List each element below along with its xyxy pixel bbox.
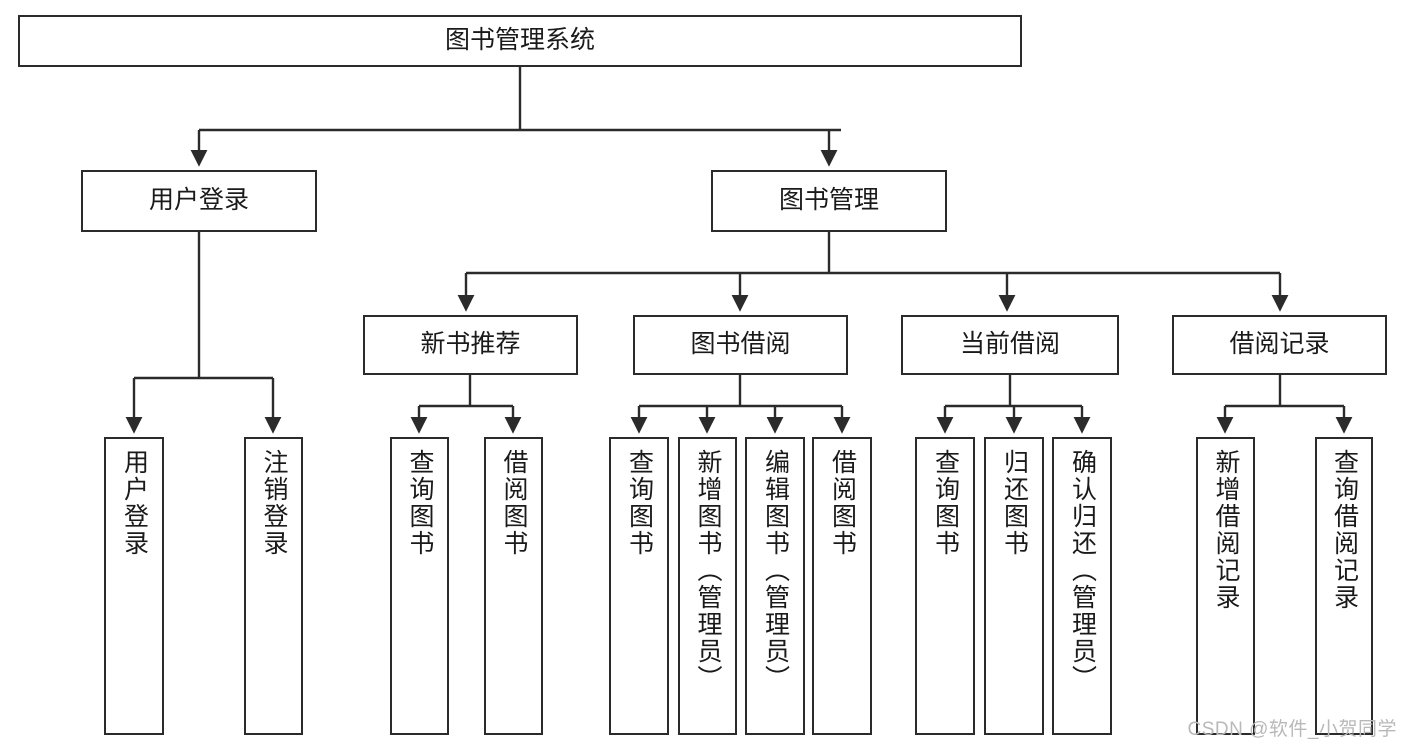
node-leaf-bb-add[interactable]: 新增图书（管理员） <box>678 437 737 735</box>
node-borrow-record[interactable]: 借阅记录 <box>1172 315 1387 375</box>
node-label-leaf-cb-confirm: 确认归还（管理员） <box>1068 449 1097 692</box>
node-label-book-borrow: 图书借阅 <box>690 330 791 359</box>
node-label-leaf-bb-add: 新增图书（管理员） <box>694 449 722 692</box>
node-leaf-br-query[interactable]: 查询借阅记录 <box>1315 437 1373 735</box>
node-leaf-user-logout[interactable]: 注销登录 <box>244 437 303 735</box>
node-label-leaf-bb-edit: 编辑图书（管理员） <box>761 449 790 692</box>
node-label-user-login: 用户登录 <box>148 186 249 215</box>
node-label-leaf-cb-query: 查询图书 <box>931 449 960 557</box>
node-leaf-user-login[interactable]: 用户登录 <box>104 437 164 735</box>
node-leaf-cb-return[interactable]: 归还图书 <box>984 437 1044 735</box>
node-leaf-br-add[interactable]: 新增借阅记录 <box>1196 437 1255 735</box>
node-book-manage[interactable]: 图书管理 <box>711 170 947 232</box>
node-leaf-bb-query[interactable]: 查询图书 <box>609 437 669 735</box>
node-current-borrow[interactable]: 当前借阅 <box>901 315 1119 375</box>
node-label-leaf-bb-query: 查询图书 <box>625 449 654 557</box>
node-label-new-book-rec: 新书推荐 <box>420 330 521 359</box>
node-leaf-bb-borrow[interactable]: 借阅图书 <box>812 437 872 735</box>
node-label-leaf-user-logout: 注销登录 <box>260 449 288 557</box>
node-label-leaf-rec-borrow: 借阅图书 <box>500 449 528 557</box>
node-leaf-rec-query[interactable]: 查询图书 <box>390 437 449 735</box>
node-label-leaf-br-add: 新增借阅记录 <box>1212 449 1240 611</box>
node-root[interactable]: 图书管理系统 <box>18 15 1022 67</box>
node-new-book-rec[interactable]: 新书推荐 <box>363 315 578 375</box>
node-leaf-bb-edit[interactable]: 编辑图书（管理员） <box>745 437 805 735</box>
node-label-leaf-cb-return: 归还图书 <box>1000 449 1029 557</box>
node-leaf-cb-query[interactable]: 查询图书 <box>915 437 975 735</box>
node-book-borrow[interactable]: 图书借阅 <box>633 315 848 375</box>
node-label-root: 图书管理系统 <box>444 26 595 55</box>
node-label-leaf-user-login: 用户登录 <box>120 449 149 557</box>
node-leaf-cb-confirm[interactable]: 确认归还（管理员） <box>1052 437 1112 735</box>
node-label-leaf-rec-query: 查询图书 <box>406 449 434 557</box>
node-label-book-manage: 图书管理 <box>778 186 879 215</box>
node-label-current-borrow: 当前借阅 <box>959 330 1060 359</box>
node-label-borrow-record: 借阅记录 <box>1229 330 1330 359</box>
node-label-leaf-br-query: 查询借阅记录 <box>1330 449 1359 611</box>
node-label-leaf-bb-borrow: 借阅图书 <box>828 449 857 557</box>
node-leaf-rec-borrow[interactable]: 借阅图书 <box>484 437 543 735</box>
node-user-login[interactable]: 用户登录 <box>81 170 317 232</box>
